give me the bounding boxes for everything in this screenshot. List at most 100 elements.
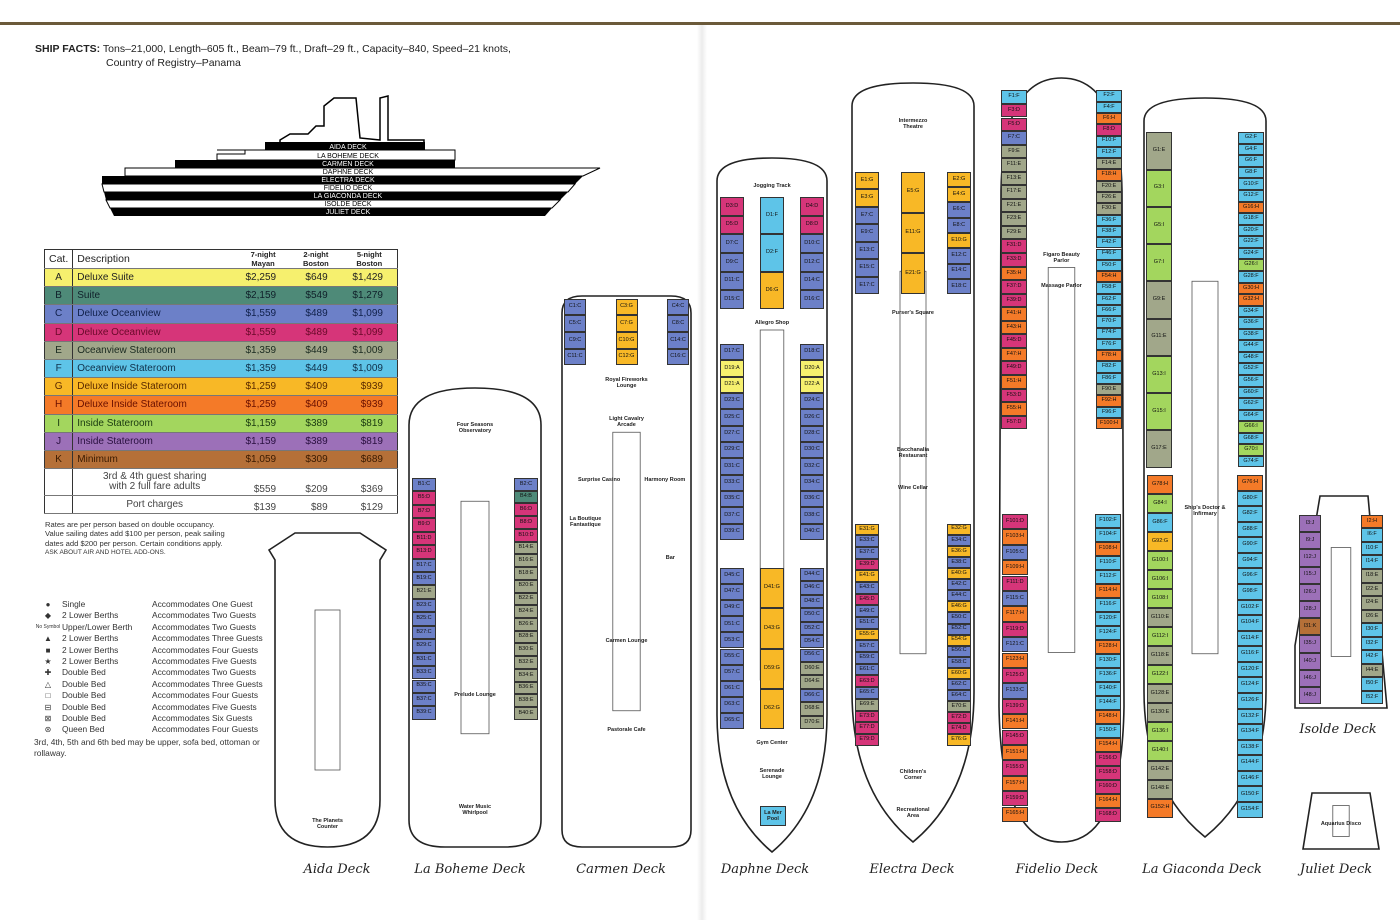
cabin-g12[interactable]: G12:F xyxy=(1238,190,1264,202)
cabin-g112[interactable]: G112:I xyxy=(1147,627,1173,647)
cabin-g106[interactable]: G106:I xyxy=(1147,570,1173,590)
cabin-b27[interactable]: B27:C xyxy=(412,625,436,640)
cabin-f45[interactable]: F45:D xyxy=(1001,334,1027,348)
cabin-g15[interactable]: G15:I xyxy=(1146,393,1172,431)
cabin-d36[interactable]: D36:C xyxy=(800,491,824,508)
cabin-b10[interactable]: B10:D xyxy=(514,528,538,542)
cabin-f125[interactable]: F125:D xyxy=(1002,667,1028,684)
cabin-d22[interactable]: D22:A xyxy=(800,376,824,393)
cabin-b14[interactable]: B14:E xyxy=(514,541,538,555)
cabin-g136[interactable]: G136:I xyxy=(1147,722,1173,742)
cabin-f133[interactable]: F133:C xyxy=(1002,683,1028,699)
cabin-d28[interactable]: D28:C xyxy=(800,425,824,442)
cabin-f4[interactable]: F4:F xyxy=(1096,101,1122,113)
cabin-b39[interactable]: B39:C xyxy=(412,706,436,720)
cabin-i40[interactable]: I40:J xyxy=(1299,652,1321,670)
cabin-f164[interactable]: F164:H xyxy=(1095,793,1121,808)
cabin-g128[interactable]: G128:E xyxy=(1147,684,1173,704)
cabin-f168[interactable]: F168:D xyxy=(1095,807,1121,822)
cabin-d64[interactable]: D64:E xyxy=(800,675,824,689)
cabin-g8[interactable]: G8:F xyxy=(1238,166,1264,179)
cabin-g114[interactable]: G114:F xyxy=(1237,630,1263,647)
cabin-g52[interactable]: G52:F xyxy=(1238,363,1264,375)
cabin-c3[interactable]: C3:G xyxy=(615,298,638,316)
cabin-d52[interactable]: D52:C xyxy=(800,621,824,636)
cabin-e10[interactable]: E10:G xyxy=(947,233,971,249)
cabin-d26[interactable]: D26:C xyxy=(800,409,824,426)
cabin-f12[interactable]: F12:F xyxy=(1096,146,1122,159)
cabin-f155[interactable]: F155:D xyxy=(1002,760,1028,776)
cabin-d29[interactable]: D29:C xyxy=(720,442,744,459)
cabin-d8[interactable]: D8:D xyxy=(800,215,824,235)
cabin-g32[interactable]: G32:H xyxy=(1238,294,1264,306)
cabin-g2[interactable]: G2:F xyxy=(1238,132,1264,144)
cabin-f114[interactable]: F114:H xyxy=(1095,583,1121,598)
cabin-i26[interactable]: I26:E xyxy=(1361,609,1383,624)
cabin-d10[interactable]: D10:C xyxy=(800,234,824,253)
cabin-g90[interactable]: G90:F xyxy=(1237,537,1263,553)
cabin-e9[interactable]: E9:C xyxy=(855,224,879,242)
cabin-g144[interactable]: G144:F xyxy=(1237,755,1263,771)
cabin-e51[interactable]: E51:C xyxy=(855,617,879,629)
cabin-i24[interactable]: I24:E xyxy=(1361,596,1383,610)
cabin-b30[interactable]: B30:E xyxy=(514,643,538,657)
cabin-i50[interactable]: I50:F xyxy=(1361,677,1383,691)
cabin-f92[interactable]: F92:H xyxy=(1096,395,1122,407)
cabin-b23[interactable]: B23:C xyxy=(412,598,436,613)
cabin-b6[interactable]: B6:D xyxy=(514,503,538,517)
cabin-f33[interactable]: F33:D xyxy=(1001,253,1027,267)
cabin-f121[interactable]: F121:C xyxy=(1002,637,1028,653)
cabin-d46[interactable]: D46:C xyxy=(800,581,824,595)
cabin-f148[interactable]: F148:H xyxy=(1095,709,1121,724)
cabin-b26[interactable]: B26:E xyxy=(514,617,538,631)
cabin-e45[interactable]: E45:D xyxy=(855,593,879,606)
cabin-f90[interactable]: F90:E xyxy=(1096,384,1122,396)
cabin-g92[interactable]: G92:G xyxy=(1147,532,1173,552)
cabin-e77[interactable]: E77:D xyxy=(855,722,879,734)
cabin-f47[interactable]: F47:H xyxy=(1001,347,1027,362)
cabin-f70[interactable]: F70:F xyxy=(1096,316,1122,328)
cabin-f123[interactable]: F123:H xyxy=(1002,652,1028,668)
cabin-g86[interactable]: G86:F xyxy=(1147,513,1173,533)
cabin-e40[interactable]: E40:G xyxy=(947,568,971,580)
cabin-d56[interactable]: D56:C xyxy=(800,648,824,662)
cabin-c16[interactable]: C16:C xyxy=(667,348,689,366)
cabin-d39[interactable]: D39:C xyxy=(720,523,744,540)
cabin-i48[interactable]: I48:J xyxy=(1299,687,1321,705)
cabin-d6[interactable]: D6:G xyxy=(760,271,784,309)
cabin-e59[interactable]: E59:C xyxy=(855,652,879,664)
cabin-f9[interactable]: F9:E xyxy=(1001,144,1027,159)
cabin-f62[interactable]: F62:F xyxy=(1096,293,1122,305)
cabin-i30[interactable]: I30:F xyxy=(1361,623,1383,637)
cabin-d2[interactable]: D2:F xyxy=(760,234,784,272)
cabin-f120[interactable]: F120:F xyxy=(1095,611,1121,626)
cabin-f17[interactable]: F17:E xyxy=(1001,185,1027,199)
cabin-g134[interactable]: G134:F xyxy=(1237,724,1263,740)
cabin-f31[interactable]: F31:D xyxy=(1001,239,1027,254)
cabin-e52[interactable]: E52:C xyxy=(947,623,971,635)
cabin-f96[interactable]: F96:F xyxy=(1096,406,1122,418)
cabin-g48[interactable]: G48:F xyxy=(1238,351,1264,364)
cabin-d53[interactable]: D53:C xyxy=(720,632,744,649)
cabin-d20[interactable]: D20:A xyxy=(800,360,824,377)
cabin-i35[interactable]: I35:J xyxy=(1299,635,1321,653)
cabin-f30[interactable]: F30:E xyxy=(1096,203,1122,215)
cabin-f139[interactable]: F139:D xyxy=(1002,698,1028,715)
cabin-d38[interactable]: D38:C xyxy=(800,507,824,524)
cabin-b9[interactable]: B9:D xyxy=(412,518,436,532)
cabin-g140[interactable]: G140:I xyxy=(1147,741,1173,761)
cabin-d54[interactable]: D54:C xyxy=(800,635,824,649)
cabin-g152[interactable]: G152:H xyxy=(1147,798,1173,818)
cabin-g108[interactable]: G108:I xyxy=(1147,589,1173,609)
cabin-d17[interactable]: D17:C xyxy=(720,344,744,361)
cabin-b13[interactable]: B13:D xyxy=(412,545,436,559)
cabin-i22[interactable]: I22:E xyxy=(1361,582,1383,597)
cabin-b5[interactable]: B5:D xyxy=(412,491,436,505)
cabin-d24[interactable]: D24:C xyxy=(800,393,824,410)
cabin-e50[interactable]: E50:C xyxy=(947,612,971,624)
cabin-c4[interactable]: C4:C xyxy=(667,298,689,316)
cabin-b2[interactable]: B2:C xyxy=(514,478,538,491)
cabin-g70[interactable]: G70:I xyxy=(1238,444,1264,456)
cabin-f160[interactable]: F160:D xyxy=(1095,779,1121,794)
cabin-f101[interactable]: F101:D xyxy=(1002,513,1028,530)
